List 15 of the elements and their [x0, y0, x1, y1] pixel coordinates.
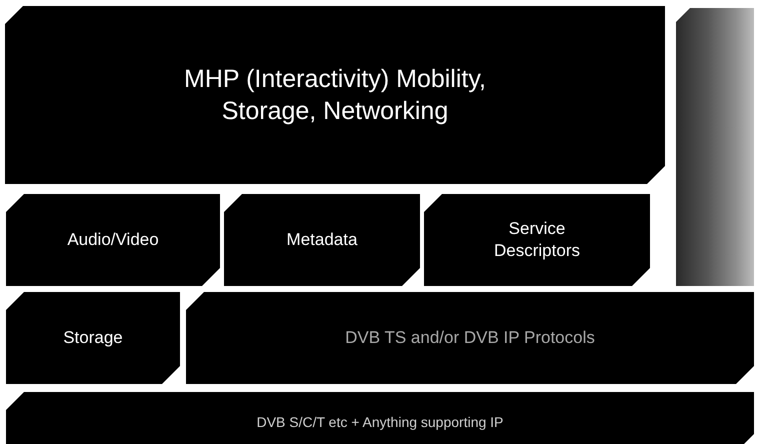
- side-bar: [676, 8, 754, 286]
- layer-block: [224, 194, 420, 286]
- layer-block: [5, 6, 665, 184]
- layer-label: Storage: [63, 326, 123, 349]
- layer-label: DVB S/C/T etc + Anything supporting IP: [256, 412, 504, 432]
- layer-label: Audio/Video: [67, 228, 159, 251]
- layer-block: [6, 392, 754, 444]
- layer-block: [186, 292, 754, 384]
- layer-label: Service Descriptors: [493, 218, 581, 262]
- layer-label: DVB TS and/or DVB IP Protocols: [345, 326, 595, 349]
- layer-label: MHP (Interactivity) Mobility, Storage, Networking: [183, 64, 487, 127]
- layer-block: [424, 194, 650, 286]
- layer-block: [6, 194, 220, 286]
- layer-block: [6, 292, 180, 384]
- layer-label: Metadata: [286, 228, 358, 251]
